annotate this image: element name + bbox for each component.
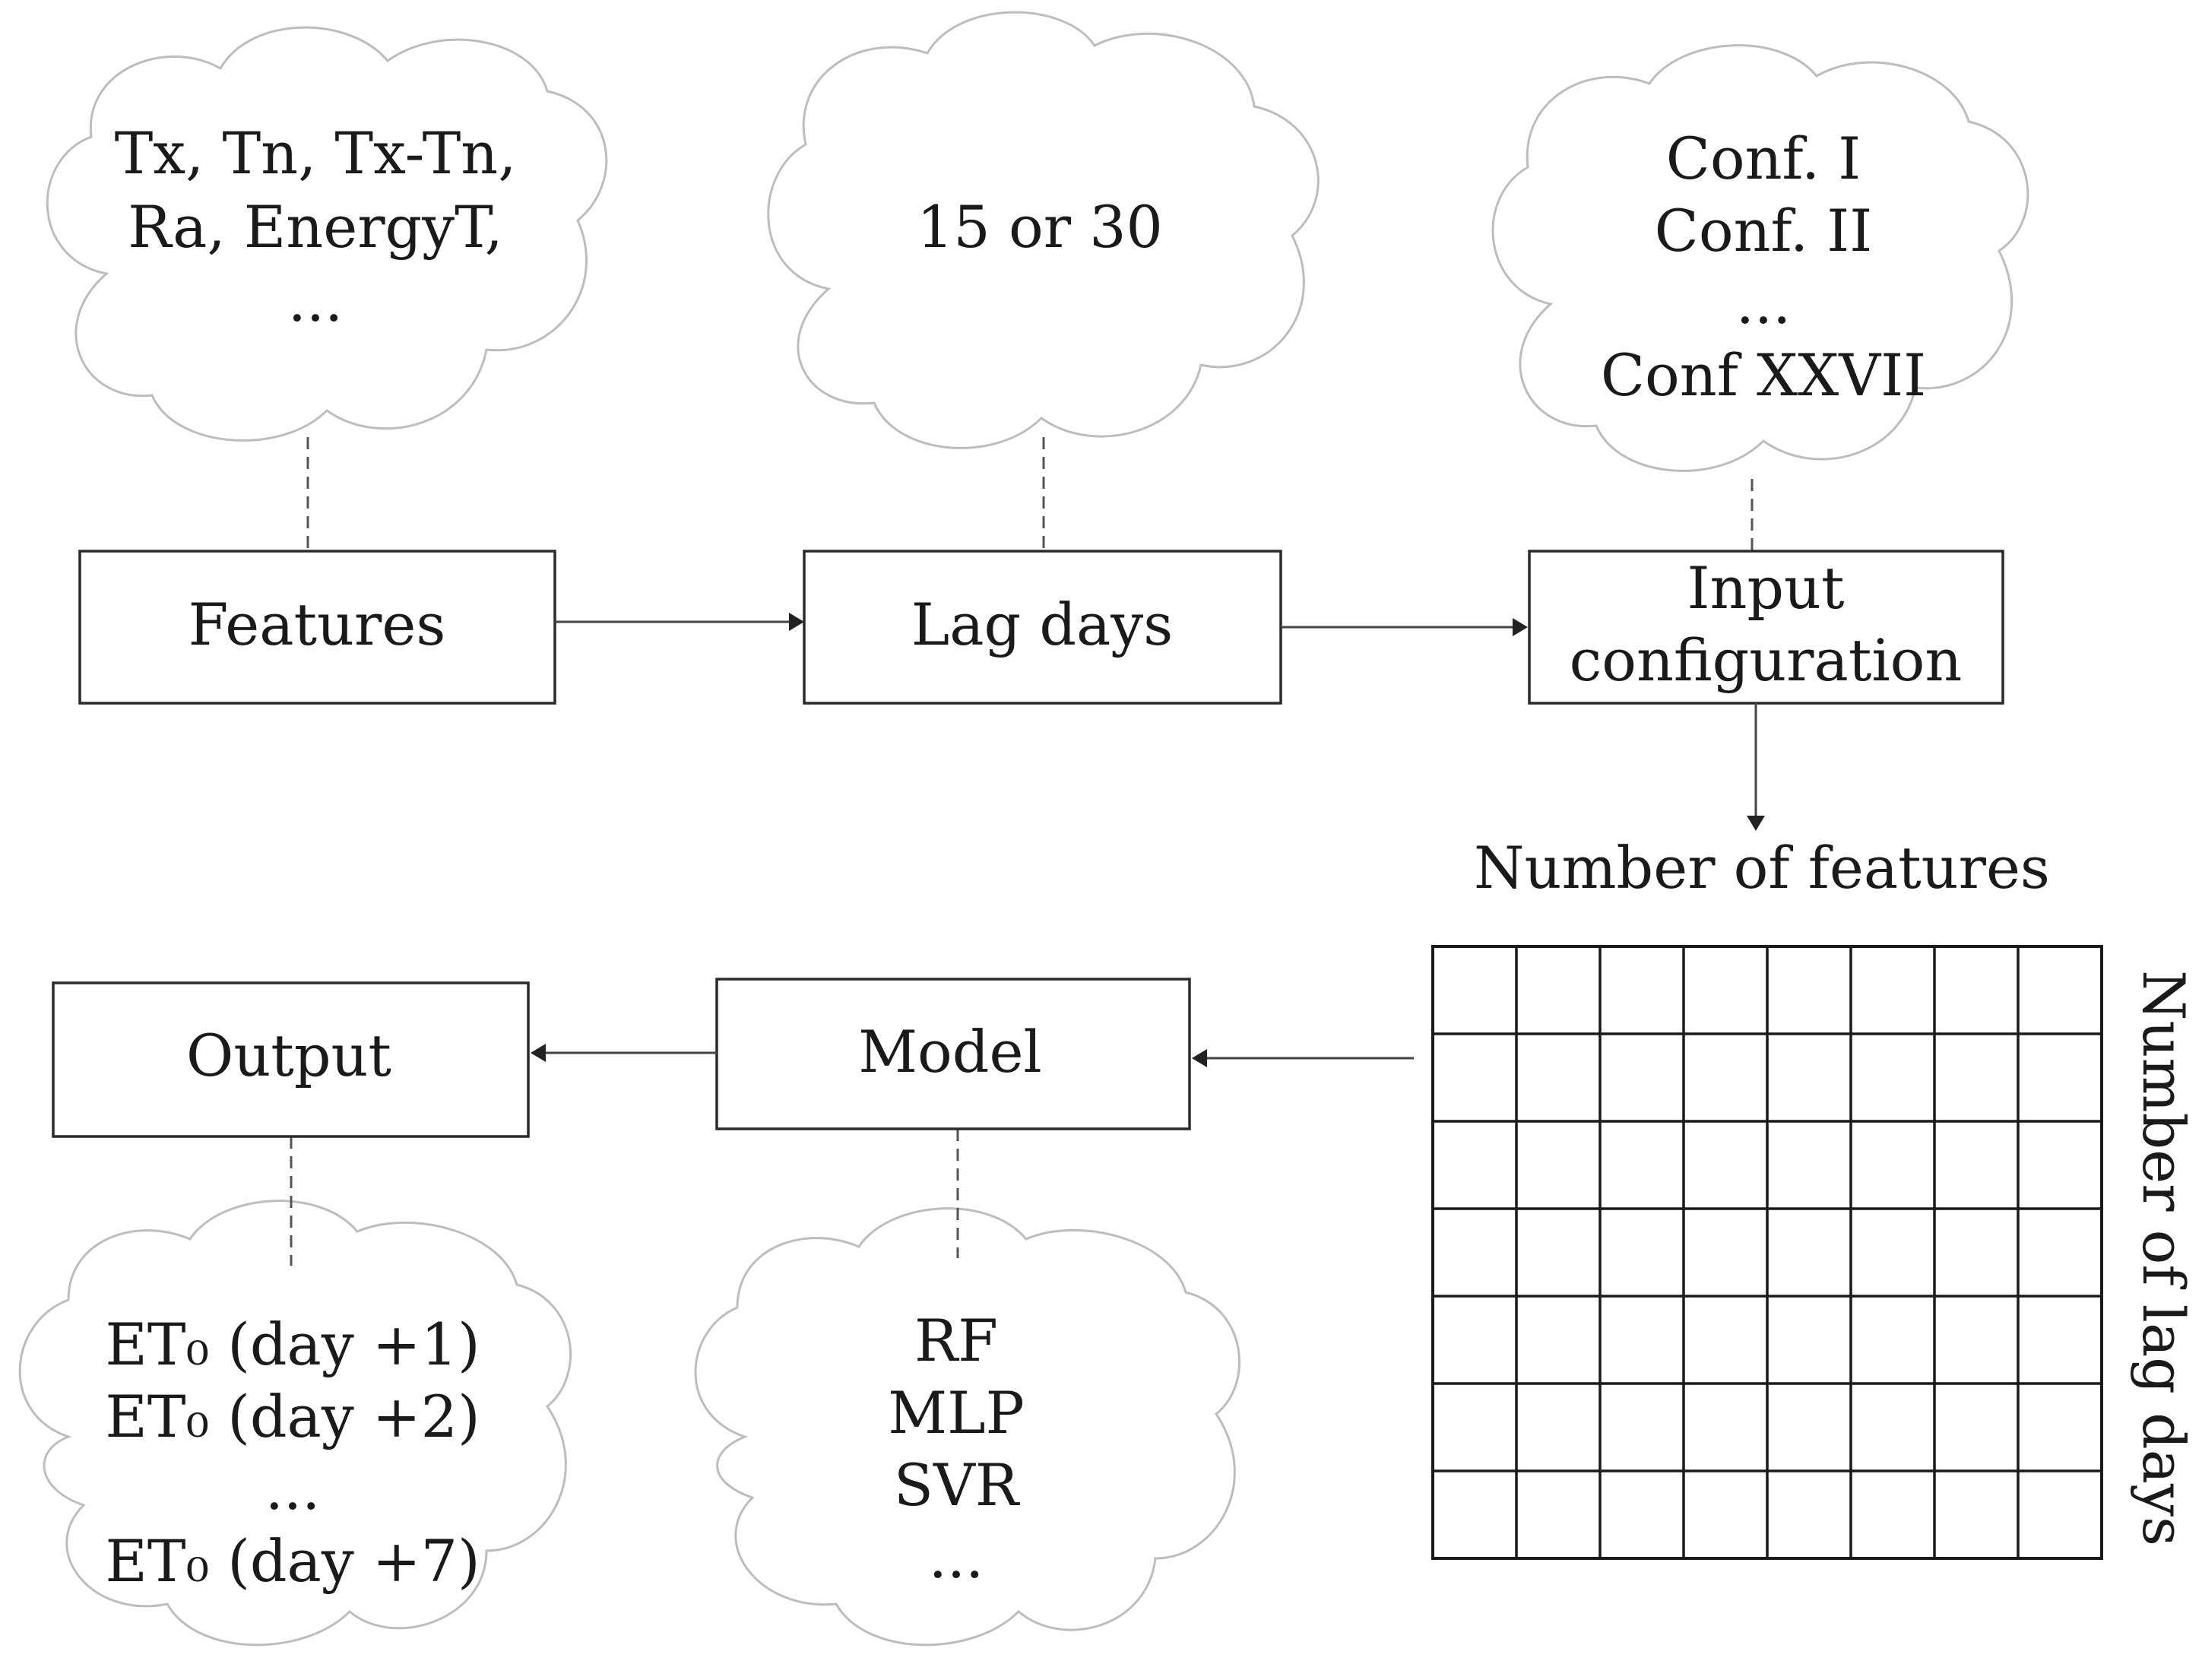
features-cloud-line-3: ... bbox=[288, 267, 343, 334]
features-box-label: Features bbox=[189, 591, 446, 658]
input-configuration-cloud-line-2: Conf. II bbox=[1655, 197, 1873, 265]
model-cloud-line-4: ... bbox=[929, 1523, 984, 1591]
input-configuration-box-label-1: Input bbox=[1687, 554, 1844, 622]
lag-days-box-label: Lag days bbox=[911, 591, 1174, 658]
model-cloud-line-2: MLP bbox=[888, 1379, 1024, 1447]
input-matrix-grid bbox=[1431, 945, 2103, 1560]
output-cloud: ET₀ (day +1) ET₀ (day +2) ... ET₀ (day +… bbox=[18, 1200, 572, 1647]
lag-days-to-input-configuration-arrow bbox=[1281, 618, 1528, 636]
matrix-columns-label: Number of features bbox=[1474, 834, 2050, 902]
input-configuration-cloud-line-1: Conf. I bbox=[1666, 125, 1861, 192]
lag-days-cloud-line-1: 15 or 30 bbox=[917, 193, 1163, 261]
features-cloud-line-2: Ra, EnergyT, bbox=[128, 193, 503, 261]
model-cloud: RF MLP SVR ... bbox=[694, 1207, 1240, 1647]
lag-days-cloud: 15 or 30 bbox=[767, 11, 1320, 449]
output-cloud-line-4: ET₀ (day +7) bbox=[105, 1527, 480, 1595]
features-box: Features bbox=[78, 550, 556, 705]
model-box: Model bbox=[715, 978, 1191, 1130]
input-configuration-box-label-2: configuration bbox=[1570, 626, 1963, 694]
features-cloud-line-1: Tx, Tn, Tx-Tn, bbox=[115, 119, 517, 187]
model-to-output-arrow bbox=[531, 1044, 717, 1062]
model-cloud-line-1: RF bbox=[914, 1307, 998, 1374]
features-cloud: Tx, Tn, Tx-Tn, Ra, EnergyT, ... bbox=[46, 26, 608, 442]
input-configuration-box: Input configuration bbox=[1528, 550, 2004, 705]
features-to-lag-days-arrow bbox=[555, 613, 804, 631]
input-configuration-cloud-line-4: Conf XXVII bbox=[1601, 341, 1926, 409]
matrix-to-model-arrow bbox=[1192, 1049, 1414, 1067]
lag-days-box: Lag days bbox=[803, 550, 1282, 705]
model-cloud-line-3: SVR bbox=[894, 1451, 1021, 1519]
output-cloud-line-1: ET₀ (day +1) bbox=[105, 1311, 480, 1378]
output-cloud-line-3: ... bbox=[265, 1455, 320, 1523]
output-box-label: Output bbox=[186, 1022, 391, 1089]
matrix-rows-label: Number of lag days bbox=[2130, 970, 2197, 1546]
input-configuration-cloud-line-3: ... bbox=[1736, 269, 1791, 337]
output-cloud-line-2: ET₀ (day +2) bbox=[105, 1383, 480, 1450]
input-configuration-to-matrix-arrow bbox=[1747, 703, 1765, 831]
input-configuration-cloud: Conf. I Conf. II ... Conf XXVII bbox=[1491, 44, 2029, 472]
model-box-label: Model bbox=[858, 1018, 1042, 1086]
output-box: Output bbox=[52, 981, 530, 1138]
